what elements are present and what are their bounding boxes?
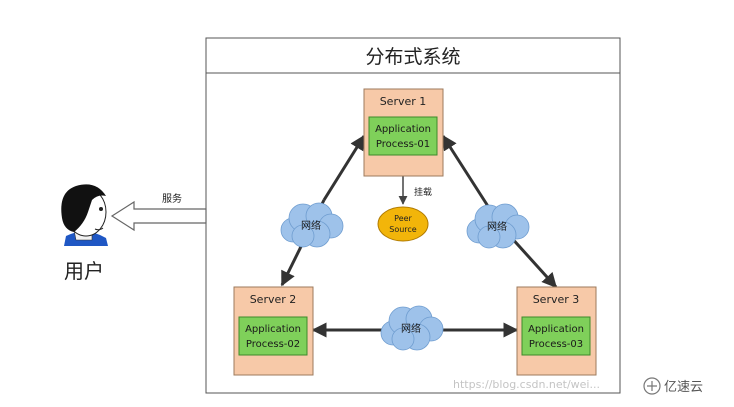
service-arrow bbox=[110, 200, 207, 232]
peer-source-node bbox=[377, 206, 429, 242]
logo-text: 亿速云 bbox=[664, 380, 703, 395]
network-label-right: 网络 bbox=[487, 220, 507, 233]
app-process-02-line2: Process-02 bbox=[246, 339, 300, 350]
watermark-text: https://blog.csdn.net/wei... bbox=[453, 378, 600, 391]
diagram-title: 分布式系统 bbox=[365, 46, 460, 68]
link-cloud-to-server1 bbox=[322, 134, 366, 201]
app-process-01-box bbox=[368, 116, 438, 156]
peer-source-line1: Peer bbox=[394, 214, 412, 223]
server-1-label: Server 1 bbox=[380, 95, 427, 108]
app-process-02-line1: Application bbox=[245, 324, 301, 335]
app-process-02-box bbox=[238, 316, 308, 356]
app-process-01-line2: Process-01 bbox=[376, 139, 430, 150]
user-label: 用户 bbox=[64, 259, 104, 283]
network-label-bottom: 网络 bbox=[401, 322, 421, 335]
network-label-left: 网络 bbox=[301, 219, 321, 232]
app-process-03-line1: Application bbox=[528, 324, 584, 335]
app-process-01-line1: Application bbox=[375, 124, 431, 135]
app-process-03-line2: Process-03 bbox=[529, 339, 583, 350]
peer-source-line2: Source bbox=[389, 225, 417, 234]
mount-label: 挂载 bbox=[414, 186, 432, 198]
server-3-label: Server 3 bbox=[533, 293, 580, 306]
user-avatar-icon bbox=[61, 184, 108, 246]
cloud-logo-icon bbox=[643, 377, 661, 395]
service-label: 服务 bbox=[162, 192, 182, 205]
app-process-03-box bbox=[521, 316, 591, 356]
server-2-label: Server 2 bbox=[250, 293, 297, 306]
